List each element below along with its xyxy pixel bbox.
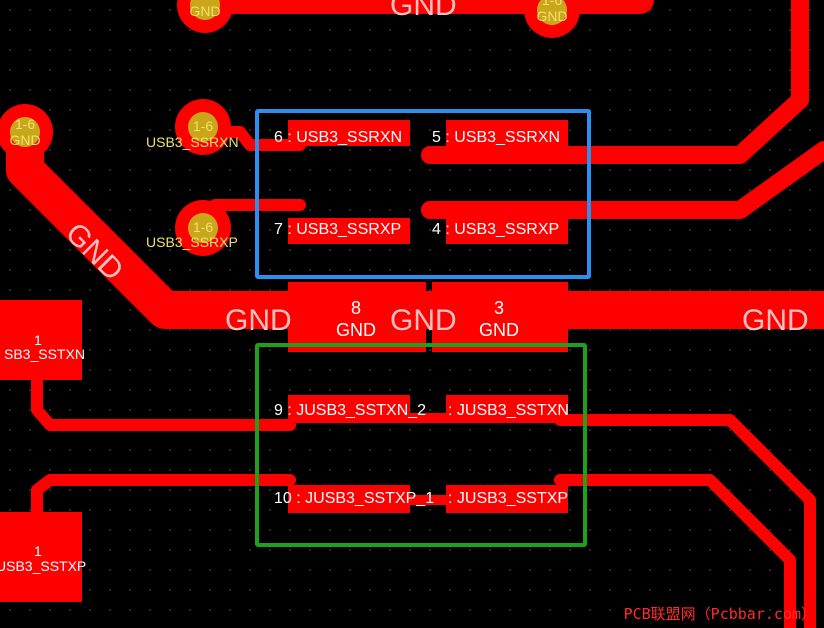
via-ssrxp-net: USB3_SSRXP	[146, 234, 238, 250]
gnd-label-top: GND	[390, 0, 457, 22]
via-ssrxn-id: 1-6	[193, 118, 213, 134]
via-gnd-left-id: 1-6	[15, 116, 35, 132]
pad-4-label: 4 : USB3_SSRXP	[432, 221, 559, 238]
pad-10	[288, 485, 410, 513]
via-ssrxn-net: USB3_SSRXN	[146, 134, 239, 150]
pad-9-label: 9 : JUSB3_SSTXN_2	[274, 402, 426, 419]
trace-sstxn-right	[554, 414, 816, 628]
gnd-label-3: GND	[742, 304, 809, 337]
connector-sstxn-net: SB3_SSTXN	[4, 346, 85, 362]
pad-9b-label: : JUSB3_SSTXN	[448, 402, 569, 419]
pad-3-number: 3	[494, 298, 504, 318]
pad-6-label: 6 : USB3_SSRXN	[274, 129, 402, 146]
pad-7	[288, 218, 410, 244]
pad-9	[288, 395, 410, 423]
pad-8-number: 8	[351, 298, 361, 318]
pad-8-net: GND	[336, 320, 376, 340]
pad-3-net: GND	[479, 320, 519, 340]
via-drill	[188, 213, 218, 243]
via-top-left-net: GND	[189, 3, 220, 19]
via-ssrxp-id: 1-6	[193, 219, 213, 235]
trace-sstxp-right	[554, 474, 796, 628]
pad-10b-label: : JUSB3_SSTXP	[448, 490, 568, 507]
pad-9b	[446, 395, 568, 423]
pad-5-label: 5 : USB3_SSRXN	[432, 129, 560, 146]
via-drill	[190, 0, 220, 20]
pad-7-label: 7 : USB3_SSRXP	[274, 221, 401, 238]
via-drill	[10, 117, 40, 147]
pad-6	[288, 120, 410, 146]
connector-sstxn-number: 1	[34, 332, 42, 348]
via-drill	[188, 112, 218, 142]
pad-4	[446, 218, 568, 244]
via-top-right-id: 1-6	[542, 0, 562, 8]
gnd-label-2: GND	[390, 304, 457, 337]
pad-sstxp-connector	[0, 512, 82, 602]
pad-3	[432, 282, 568, 352]
pad-5	[446, 120, 568, 146]
connector-sstxp-net: USB3_SSTXP	[0, 558, 86, 574]
pad-8	[288, 282, 426, 352]
trace-sstxn-left	[31, 349, 296, 431]
gnd-label-1: GND	[225, 304, 292, 337]
via-drill	[537, 0, 567, 25]
trace-ssrxp-right	[421, 141, 824, 219]
watermark: PCB联盟网（Pcbbar.com）	[623, 605, 816, 623]
pad-10b	[446, 485, 568, 513]
trace-ssrxn-right	[421, 0, 809, 164]
connector-sstxp-number: 1	[34, 543, 42, 559]
via-gnd-left-net: GND	[9, 132, 40, 148]
pad-sstxn-connector	[0, 300, 82, 380]
via-top-right-net: GND	[536, 8, 567, 24]
pad-10-label: 10 : JUSB3_SSTXP_1	[274, 490, 434, 507]
